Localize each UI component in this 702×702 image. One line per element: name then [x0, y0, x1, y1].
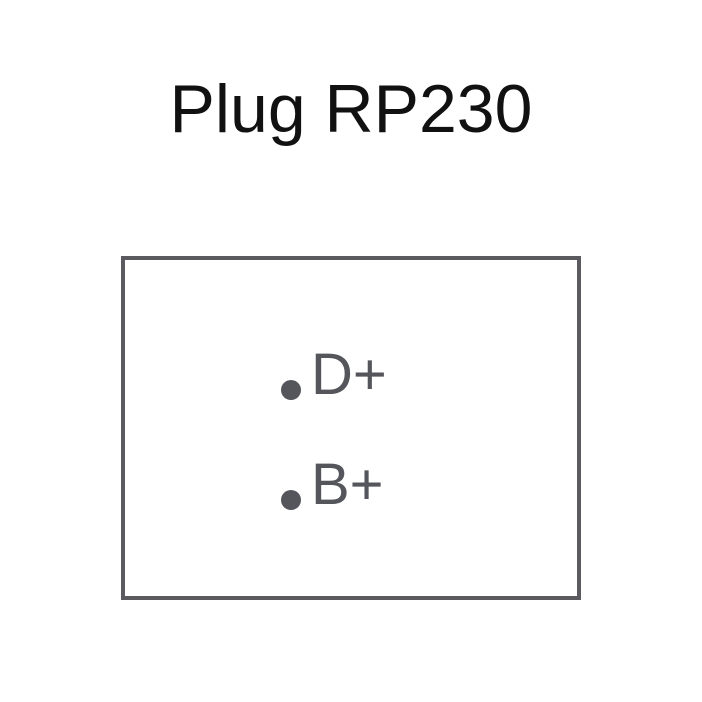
pin-b-plus: B+	[281, 450, 384, 520]
pin-label: D+	[311, 342, 387, 407]
pin-dot-icon	[281, 380, 301, 400]
pin-dot-icon	[281, 490, 301, 510]
diagram-title: Plug RP230	[169, 71, 533, 147]
plug-outline: D+ B+	[121, 256, 581, 600]
pin-label: B+	[311, 452, 384, 517]
pin-d-plus: D+	[281, 340, 387, 410]
